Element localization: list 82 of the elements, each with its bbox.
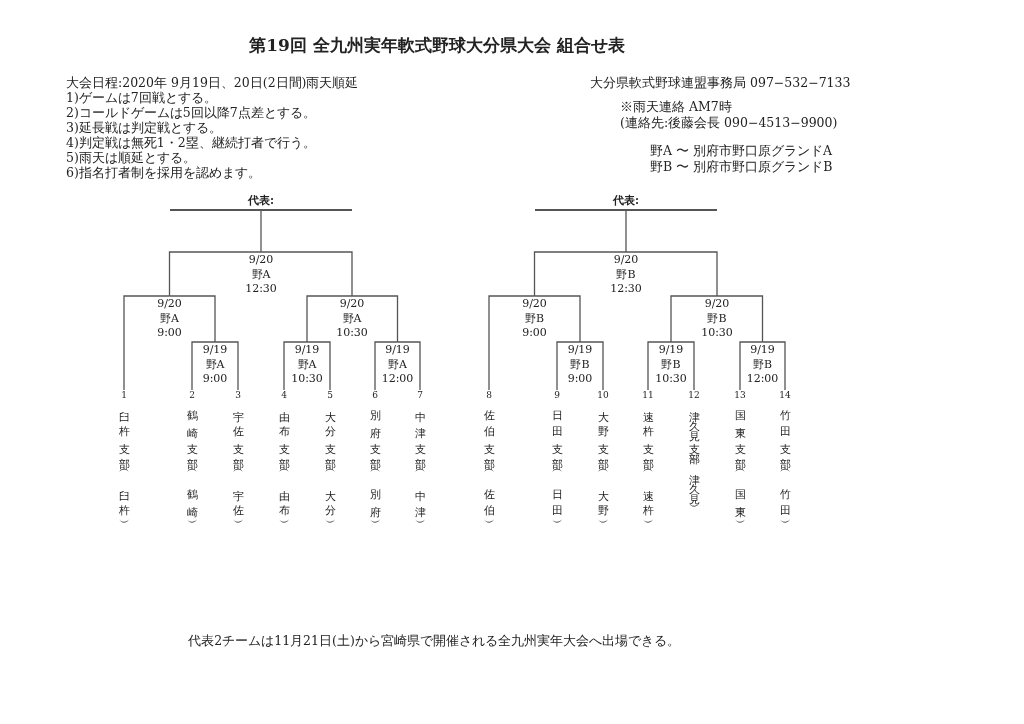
match-info: 9/20 野A 9:00 bbox=[141, 296, 198, 341]
team-name: 鶴崎支部（鶴崎） bbox=[186, 402, 198, 531]
team-name: 臼杵支部（臼杵） bbox=[118, 402, 130, 531]
bracket-line bbox=[396, 341, 421, 391]
bracket-line bbox=[260, 210, 262, 253]
bracket-line bbox=[283, 341, 308, 391]
bracket-line bbox=[716, 295, 764, 343]
seed-number: 10 bbox=[596, 390, 610, 400]
team-name: 大分支部（大分） bbox=[324, 402, 336, 531]
seed-number: 2 bbox=[188, 390, 196, 400]
bracket-line bbox=[306, 341, 331, 391]
seed-number: 14 bbox=[778, 390, 792, 400]
bracket-line bbox=[670, 295, 718, 343]
note-text: 大分県軟式野球連盟事務局 097−532−7133 bbox=[590, 76, 851, 90]
bracket-line bbox=[168, 251, 262, 297]
note-text: 野B 〜 別府市野口原グランドB bbox=[650, 160, 833, 174]
note-text: 4)判定戦は無死1・2塁、継続打者で行う。 bbox=[66, 136, 316, 150]
match-info: 9/20 野A 12:30 bbox=[233, 252, 289, 297]
note-text: (連絡先:後藤会長 090−4513−9900) bbox=[620, 116, 838, 130]
seed-number: 7 bbox=[416, 390, 424, 400]
match-info: 9/19 野A 9:00 bbox=[187, 342, 243, 387]
note-text: 6)指名打者制を採用を認めます。 bbox=[66, 166, 261, 180]
note-text: ※雨天連絡 AM7時 bbox=[620, 100, 732, 114]
bracket-line bbox=[556, 341, 581, 391]
winner-slot: 代表: bbox=[170, 193, 352, 211]
team-name: 佐伯支部（佐伯） bbox=[483, 402, 495, 531]
seed-number: 13 bbox=[733, 390, 747, 400]
note-text: 2)コールドゲームは5回以降7点差とする。 bbox=[66, 106, 316, 120]
seed-number: 8 bbox=[485, 390, 493, 400]
bracket-line bbox=[647, 341, 672, 391]
match-info: 9/19 野B 10:30 bbox=[643, 342, 699, 387]
bracket-line bbox=[761, 341, 786, 391]
team-name: 津久見支部（津久見） bbox=[688, 402, 700, 509]
bracket-line bbox=[739, 341, 764, 391]
match-info: 9/20 野B 10:30 bbox=[689, 296, 745, 341]
seed-number: 11 bbox=[641, 390, 655, 400]
bracket-line bbox=[625, 251, 718, 297]
title: 第19回 全九州実年軟式野球大分県大会 組合せ表 bbox=[248, 34, 626, 57]
team-name: 大野支部（大野） bbox=[597, 402, 609, 531]
winner-slot: 代表: bbox=[535, 193, 717, 211]
match-info: 9/19 野A 12:00 bbox=[369, 342, 426, 387]
seed-number: 1 bbox=[120, 390, 128, 400]
footnote: 代表2チームは11月21日(土)から宮崎県で開催される全九州実年大会へ出場できる。 bbox=[187, 633, 681, 650]
note-text: 1)ゲームは7回戦とする。 bbox=[66, 91, 217, 105]
bracket-line bbox=[191, 341, 216, 391]
team-name: 別府支部（別府） bbox=[369, 402, 381, 531]
match-info: 9/19 野B 12:00 bbox=[734, 342, 791, 387]
team-name: 速杵支部（速杵） bbox=[642, 402, 654, 531]
bracket-line bbox=[260, 251, 353, 297]
bracket-line bbox=[168, 295, 216, 343]
bracket-line bbox=[533, 251, 627, 297]
bracket-line bbox=[123, 295, 171, 391]
match-info: 9/19 野A 10:30 bbox=[279, 342, 335, 387]
seed-number: 3 bbox=[234, 390, 242, 400]
bracket-line bbox=[670, 341, 695, 391]
team-name: 宇佐支部（宇佐） bbox=[232, 402, 244, 531]
bracket-line bbox=[488, 295, 536, 391]
seed-number: 6 bbox=[371, 390, 379, 400]
bracket-line bbox=[374, 341, 399, 391]
seed-number: 12 bbox=[687, 390, 701, 400]
seed-number: 9 bbox=[553, 390, 561, 400]
bracket-line bbox=[306, 295, 353, 343]
team-name: 日田支部（日田） bbox=[551, 402, 563, 531]
bracket-line bbox=[625, 210, 627, 253]
team-name: 竹田支部（竹田） bbox=[779, 402, 791, 531]
team-name: 国東支部（国東） bbox=[734, 402, 746, 531]
seed-number: 4 bbox=[280, 390, 288, 400]
bracket-line bbox=[579, 341, 604, 391]
team-name: 由布支部（由布） bbox=[278, 402, 290, 531]
bracket-line bbox=[351, 295, 399, 343]
note-text: 野A 〜 別府市野口原グランドA bbox=[650, 144, 832, 158]
note-text: 3)延長戦は判定戦とする。 bbox=[66, 121, 222, 135]
seed-number: 5 bbox=[326, 390, 334, 400]
match-info: 9/20 野B 9:00 bbox=[506, 296, 563, 341]
match-info: 9/19 野B 9:00 bbox=[552, 342, 608, 387]
match-info: 9/20 野A 10:30 bbox=[324, 296, 380, 341]
note-text: 5)雨天は順延とする。 bbox=[66, 151, 196, 165]
match-info: 9/20 野B 12:30 bbox=[598, 252, 654, 297]
bracket-line bbox=[214, 341, 239, 391]
bracket-line bbox=[533, 295, 581, 343]
note-text: 大会日程:2020年 9月19日、20日(2日間)雨天順延 bbox=[66, 76, 359, 90]
team-name: 中津支部（中津） bbox=[414, 402, 426, 531]
